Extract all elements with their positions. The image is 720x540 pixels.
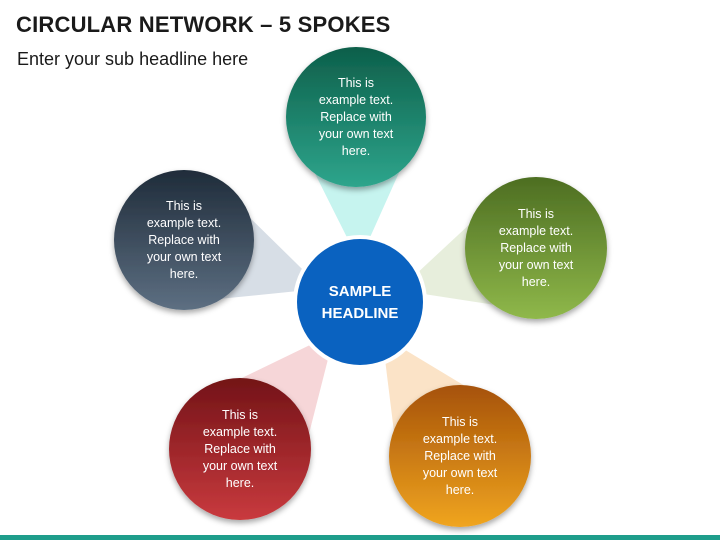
spoke-node-top: This is example text. Replace with your own… [286, 47, 426, 187]
spoke-text-line: example text. [203, 425, 277, 439]
spoke-circle-bottom-left [169, 378, 311, 520]
center-headline-line: HEADLINE [322, 305, 399, 322]
page-subtitle: Enter your sub headline here [17, 49, 249, 69]
spoke-text-line: here. [170, 267, 199, 281]
spoke-text-line: your own text [423, 466, 498, 480]
spoke-circle-top [286, 47, 426, 187]
spoke-text-line: This is [166, 199, 202, 213]
spoke-node-bottom-right: This is example text. Replace with your own… [389, 385, 531, 527]
page-title: CIRCULAR NETWORK – 5 SPOKES [16, 12, 391, 37]
spoke-text-line: Replace with [500, 241, 572, 255]
spoke-text-line: your own text [499, 258, 574, 272]
spoke-text-line: here. [522, 275, 551, 289]
spoke-text-line: your own text [203, 459, 278, 473]
spoke-nodes: This is example text. Replace with your own… [114, 47, 607, 527]
spoke-text-line: This is [222, 408, 258, 422]
spoke-circle-right [465, 177, 607, 319]
center-hub: SAMPLE HEADLINE [293, 235, 427, 369]
spoke-text-line: here. [226, 476, 255, 490]
spoke-text-line: Replace with [204, 442, 276, 456]
spoke-text-line: example text. [147, 216, 221, 230]
spoke-text-line: example text. [499, 224, 573, 238]
spoke-text-line: Replace with [320, 110, 392, 124]
spoke-text-line: your own text [319, 127, 394, 141]
spoke-text-line: example text. [423, 432, 497, 446]
spoke-text-line: This is [442, 415, 478, 429]
spoke-text-line: This is [518, 207, 554, 221]
spoke-node-left: This is example text. Replace with your own… [114, 170, 254, 310]
spoke-text-line: Replace with [424, 449, 496, 463]
spoke-node-right: This is example text. Replace with your own… [465, 177, 607, 319]
spoke-circle-bottom-right [389, 385, 531, 527]
spoke-text-line: here. [446, 483, 475, 497]
bottom-accent-bar [0, 535, 720, 540]
center-hub-circle [297, 239, 423, 365]
spoke-text-line: here. [342, 144, 371, 158]
spoke-text-line: This is [338, 76, 374, 90]
spoke-text-line: example text. [319, 93, 393, 107]
spoke-circle-left [114, 170, 254, 310]
spoke-node-bottom-left: This is example text. Replace with your own… [169, 378, 311, 520]
center-headline-line: SAMPLE [329, 283, 392, 300]
spoke-text-line: Replace with [148, 233, 220, 247]
spoke-text-line: your own text [147, 250, 222, 264]
